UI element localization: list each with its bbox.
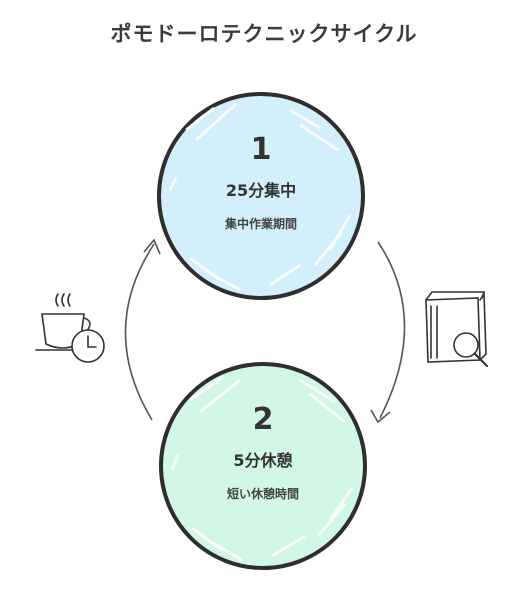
step-1-number: 1 xyxy=(250,132,272,167)
step-1-text: 1 25分集中 集中作業期間 xyxy=(161,132,361,232)
step-1-circle xyxy=(157,92,365,300)
arrow-to-break xyxy=(370,241,406,424)
step-2-circle xyxy=(159,362,367,570)
coffee-clock-icon xyxy=(35,293,105,363)
diagram-title: ポモドーロテクニックサイクル xyxy=(110,22,418,46)
step-2-description: 短い休憩時間 xyxy=(226,487,299,501)
step-1-description: 集中作業期間 xyxy=(224,217,297,231)
step-2-text: 2 5分休憩 短い休憩時間 xyxy=(163,402,363,502)
step-1-heading: 25分集中 xyxy=(225,181,297,200)
book-magnifier-icon xyxy=(425,291,489,368)
step-2-number: 2 xyxy=(252,402,274,437)
arrow-to-focus xyxy=(124,238,161,421)
step-2-heading: 5分休憩 xyxy=(233,451,293,470)
